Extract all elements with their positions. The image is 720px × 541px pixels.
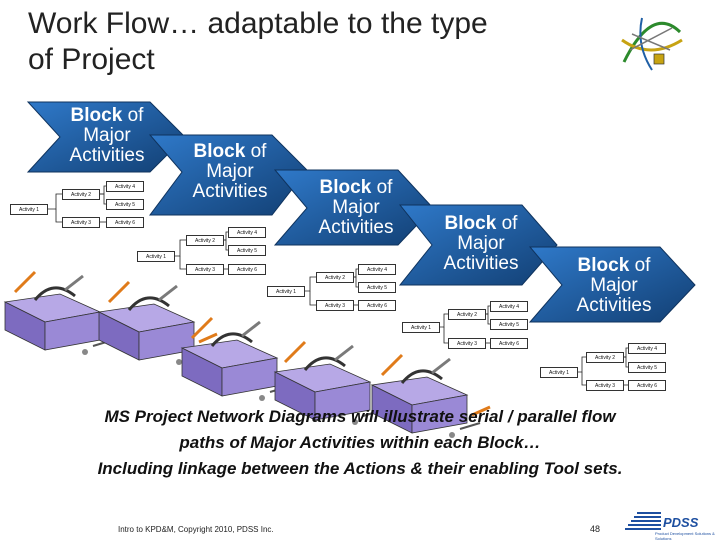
block-arrow-1 [26, 101, 186, 173]
pdss-logo-icon [625, 512, 661, 530]
caption-line-3: Including linkage between the Actions & … [97, 459, 623, 478]
activity-1-g5: Activity 1 [540, 367, 578, 378]
activity-1-g1: Activity 1 [10, 204, 48, 215]
activity-5-g3: Activity 5 [358, 282, 396, 293]
activity-3-g2: Activity 3 [186, 264, 224, 275]
activity-3-g4: Activity 3 [448, 338, 486, 349]
activity-2-g4: Activity 2 [448, 309, 486, 320]
activity-5-g2: Activity 5 [228, 245, 266, 256]
block-label-1: Block of Major Activities [69, 105, 145, 166]
footer-copyright: Intro to KPD&M, Copyright 2010, PDSS Inc… [118, 525, 274, 534]
pdss-logo-text: PDSS [663, 515, 699, 530]
page-number: 48 [590, 524, 601, 534]
activity-2-g5: Activity 2 [586, 352, 624, 363]
block-label-5: Block of Major Activities [576, 255, 652, 316]
activity-4-g5: Activity 4 [628, 343, 666, 354]
caption-line-1: MS Project Network Diagrams will illustr… [104, 407, 616, 426]
activity-1-g2: Activity 1 [137, 251, 175, 262]
block-label-2: Block of Major Activities [192, 141, 268, 202]
title-line-2: of Project [28, 43, 155, 76]
pdss-logo-subtext: Product Development Solutions & Solution… [655, 531, 715, 541]
block-arrow-5 [528, 246, 696, 323]
activity-3-g1: Activity 3 [62, 217, 100, 228]
activity-6-g1: Activity 6 [106, 217, 144, 228]
activity-1-g3: Activity 1 [267, 286, 305, 297]
block-arrow-4 [398, 204, 558, 286]
activity-6-g4: Activity 6 [490, 338, 528, 349]
caption-line-2: paths of Major Activities within each Bl… [179, 433, 541, 452]
activity-4-g1: Activity 4 [106, 181, 144, 192]
block-arrow-2 [148, 134, 308, 216]
activity-5-g4: Activity 5 [490, 319, 528, 330]
activity-3-g3: Activity 3 [316, 300, 354, 311]
activity-5-g1: Activity 5 [106, 199, 144, 210]
activity-4-g4: Activity 4 [490, 301, 528, 312]
activity-6-g5: Activity 6 [628, 380, 666, 391]
activity-5-g5: Activity 5 [628, 362, 666, 373]
block-arrow-3 [273, 169, 434, 246]
title-line-1: Work Flow… adaptable to the type [28, 7, 488, 40]
activity-4-g2: Activity 4 [228, 227, 266, 238]
activity-3-g5: Activity 3 [586, 380, 624, 391]
block-label-3: Block of Major Activities [318, 177, 394, 238]
activity-2-g3: Activity 2 [316, 272, 354, 283]
dna-logo-icon [621, 17, 683, 71]
activity-2-g1: Activity 2 [62, 189, 100, 200]
slide-title: Work Flow… adaptable to the type of Proj… [28, 6, 488, 78]
activity-4-g3: Activity 4 [358, 264, 396, 275]
activity-6-g3: Activity 6 [358, 300, 396, 311]
activity-6-g2: Activity 6 [228, 264, 266, 275]
block-label-4: Block of Major Activities [443, 213, 519, 274]
activity-2-g2: Activity 2 [186, 235, 224, 246]
activity-1-g4: Activity 1 [402, 322, 440, 333]
